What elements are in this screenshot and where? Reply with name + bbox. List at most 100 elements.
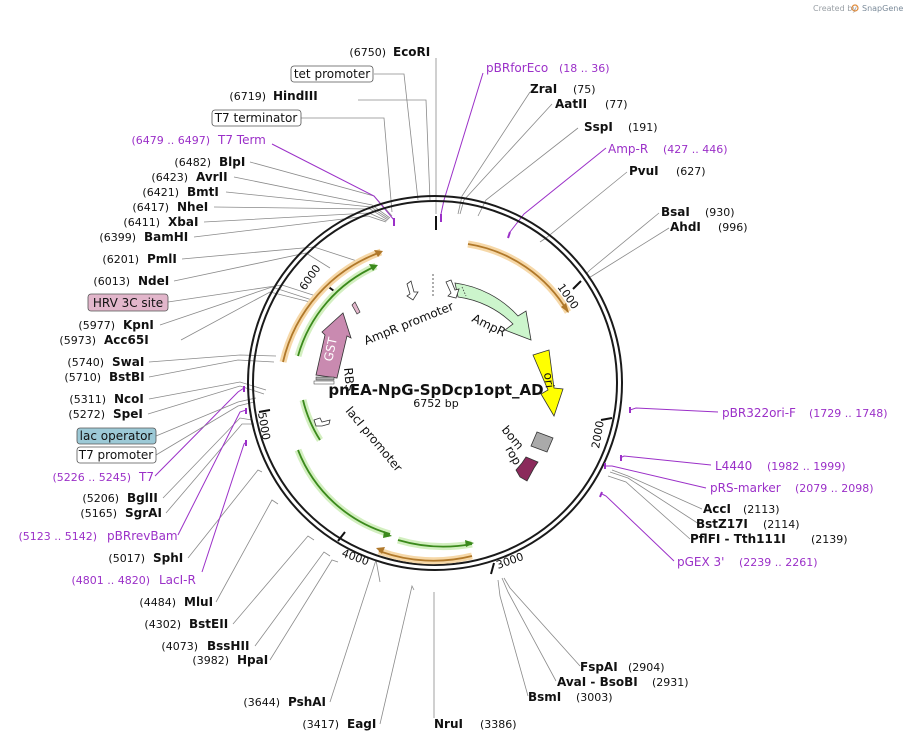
enzyme-name[interactable]: NheI	[177, 200, 208, 214]
primer-name[interactable]: LacI-R	[159, 573, 196, 587]
enzyme-name[interactable]: BstZ17I	[696, 517, 748, 531]
enzyme-name[interactable]: SwaI	[112, 355, 144, 369]
enzyme-name[interactable]: EcoRI	[393, 45, 430, 59]
enzyme-name[interactable]: SphI	[153, 551, 183, 565]
enzyme-pos: (77)	[605, 98, 628, 111]
tick-label-4000: 4000	[340, 547, 371, 569]
primer-pos: (18 .. 36)	[559, 62, 610, 75]
primer-name[interactable]: T7 Term	[217, 133, 266, 147]
primer-name[interactable]: T7	[138, 470, 154, 484]
enzyme-name[interactable]: BamHI	[144, 230, 188, 244]
enzyme-pos: (4073)	[161, 640, 198, 653]
enzyme-name[interactable]: BsaI	[661, 205, 690, 219]
enzyme-name[interactable]: BlpI	[219, 155, 245, 169]
primer-pos: (2079 .. 2098)	[795, 482, 874, 495]
primer-name[interactable]: pRS-marker	[710, 481, 781, 495]
enzyme-name[interactable]: SspI	[584, 120, 613, 134]
enzyme-connectors	[147, 58, 703, 725]
enzyme-name[interactable]: BstBI	[109, 370, 145, 384]
enzyme-name[interactable]: KpnI	[123, 318, 154, 332]
enzyme-pos: (2113)	[743, 503, 780, 516]
plasmid-size: 6752 bp	[413, 397, 458, 410]
enzyme-name[interactable]: XbaI	[168, 215, 198, 229]
enzyme-name[interactable]: SgrAI	[125, 506, 162, 520]
t7-promoter-label: T7 promoter	[78, 448, 154, 462]
enzyme-name[interactable]: Acc65I	[104, 333, 149, 347]
plasmid-name: pnEA-NpG-SpDcp1opt_AD	[328, 381, 543, 399]
enzyme-name[interactable]: SpeI	[113, 407, 143, 421]
primer-name[interactable]: pGEX 3'	[677, 555, 724, 569]
enzyme-pos: (2139)	[811, 533, 848, 546]
enzyme-name[interactable]: HindIII	[273, 89, 318, 103]
enzyme-name[interactable]: BstEII	[189, 617, 228, 631]
tick-label-5000: 5000	[255, 411, 273, 441]
enzyme-name[interactable]: NruI	[434, 717, 463, 731]
gst-feature[interactable]	[315, 312, 352, 379]
green-arc-left	[297, 265, 377, 357]
enzyme-pos: (6423)	[151, 171, 188, 184]
enzyme-name[interactable]: FspAI	[580, 660, 618, 674]
enzyme-pos: (4484)	[139, 596, 176, 609]
enzyme-name[interactable]: AvaI - BsoBI	[557, 675, 638, 689]
enzyme-name[interactable]: PshAI	[288, 695, 326, 709]
enzyme-name[interactable]: AvrII	[196, 170, 228, 184]
enzyme-name[interactable]: AccI	[703, 502, 731, 516]
lac-operator-box[interactable]	[76, 427, 157, 445]
enzyme-pos: (5710)	[64, 371, 101, 384]
enzyme-name[interactable]: BmtI	[187, 185, 219, 199]
primer-name[interactable]: pBRforEco	[486, 61, 548, 75]
primer-name[interactable]: pBRrevBam	[107, 529, 178, 543]
enzyme-name[interactable]: PflFI - Tth111I	[690, 532, 786, 546]
tet-promoter-box[interactable]	[290, 65, 374, 83]
enzyme-pos: (6411)	[123, 216, 160, 229]
enzyme-name[interactable]: NcoI	[114, 392, 144, 406]
backbone-outer	[247, 195, 623, 571]
primer-name[interactable]: Amp-R	[608, 142, 648, 156]
enzyme-name[interactable]: HpaI	[237, 653, 268, 667]
hrv-feature	[351, 301, 361, 315]
rop-feature[interactable]	[515, 456, 539, 482]
enzyme-pos: (75)	[573, 83, 596, 96]
primer-pos: (5226 .. 5245)	[52, 471, 131, 484]
t7-promoter-box[interactable]	[76, 446, 157, 464]
enzyme-pos: (5311)	[69, 393, 106, 406]
enzyme-pos: (3386)	[480, 718, 517, 731]
ampr-label: AmpR	[470, 311, 508, 339]
enzyme-pos: (6399)	[99, 231, 136, 244]
enzyme-name[interactable]: BglII	[127, 491, 158, 505]
enzyme-name[interactable]: PmlI	[147, 252, 177, 266]
enzyme-labels: (6750) EcoRI (6719) HindIII (6482) BlpI …	[59, 45, 847, 731]
enzyme-name[interactable]: BssHII	[207, 639, 249, 653]
enzyme-name[interactable]: EagI	[347, 717, 376, 731]
ampr-feature[interactable]	[454, 282, 532, 341]
enzyme-pos: (930)	[705, 206, 735, 219]
enzyme-name[interactable]: ZraI	[530, 82, 557, 96]
primer-name[interactable]: L4440	[715, 459, 752, 473]
enzyme-pos: (996)	[718, 221, 748, 234]
enzyme-name[interactable]: AatII	[555, 97, 587, 111]
primer-pos: (427 .. 446)	[663, 143, 728, 156]
bom-feature[interactable]	[530, 431, 554, 453]
enzyme-name[interactable]: BsmI	[528, 690, 561, 704]
enzyme-pos: (5973)	[59, 334, 96, 347]
enzyme-pos: (6201)	[102, 253, 139, 266]
ori-feature[interactable]	[532, 349, 564, 417]
primer-pos: (2239 .. 2261)	[739, 556, 818, 569]
enzyme-name[interactable]: NdeI	[138, 274, 169, 288]
ori-label: ori	[541, 372, 557, 389]
enzyme-pos: (3003)	[576, 691, 613, 704]
enzyme-name[interactable]: AhdI	[670, 220, 701, 234]
enzyme-name[interactable]: PvuI	[629, 164, 659, 178]
enzyme-name[interactable]: MluI	[184, 595, 213, 609]
primer-name[interactable]: pBR322ori-F	[722, 406, 796, 420]
green-arc-small	[302, 399, 321, 441]
enzyme-pos: (5017)	[108, 552, 145, 565]
primer-pos: (5123 .. 5142)	[18, 530, 97, 543]
t7-terminator-box[interactable]	[211, 109, 302, 127]
hrv-3c-site-box[interactable]	[87, 293, 169, 312]
primer-pos: (1729 .. 1748)	[809, 407, 888, 420]
enzyme-pos: (191)	[628, 121, 658, 134]
laci-promoter-label: lacI promoter	[343, 404, 405, 475]
enzyme-pos: (6013)	[93, 275, 130, 288]
primer-labels: pBRforEco (18 .. 36) Amp-R (427 .. 446) …	[18, 61, 887, 587]
